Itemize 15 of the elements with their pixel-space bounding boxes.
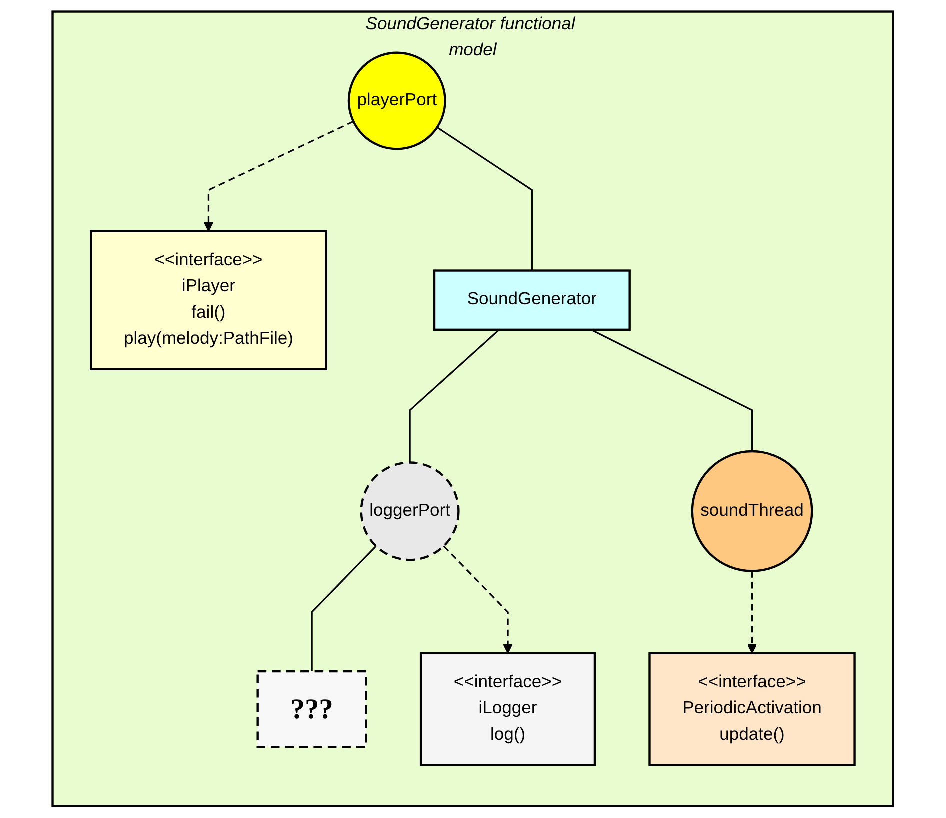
arrow [204, 120, 354, 232]
node-box: <<interface>> PeriodicActivation update() [648, 652, 856, 766]
connector [436, 126, 534, 271]
node-circle: playerPort [348, 52, 446, 150]
node-circle: soundThread [691, 450, 814, 572]
connector [409, 329, 500, 463]
node-box: SoundGenerator [433, 270, 631, 332]
connector [311, 546, 377, 672]
node-circle: loggerPort [360, 462, 460, 562]
node-box: <<interface>> iLogger log() [420, 652, 596, 766]
node-box: ??? [256, 670, 368, 748]
connector [590, 329, 754, 452]
arrow [443, 546, 513, 654]
arrow [748, 571, 758, 654]
node-box: <<interface>> iPlayer fail() play(melody:PathFile) [90, 230, 328, 370]
